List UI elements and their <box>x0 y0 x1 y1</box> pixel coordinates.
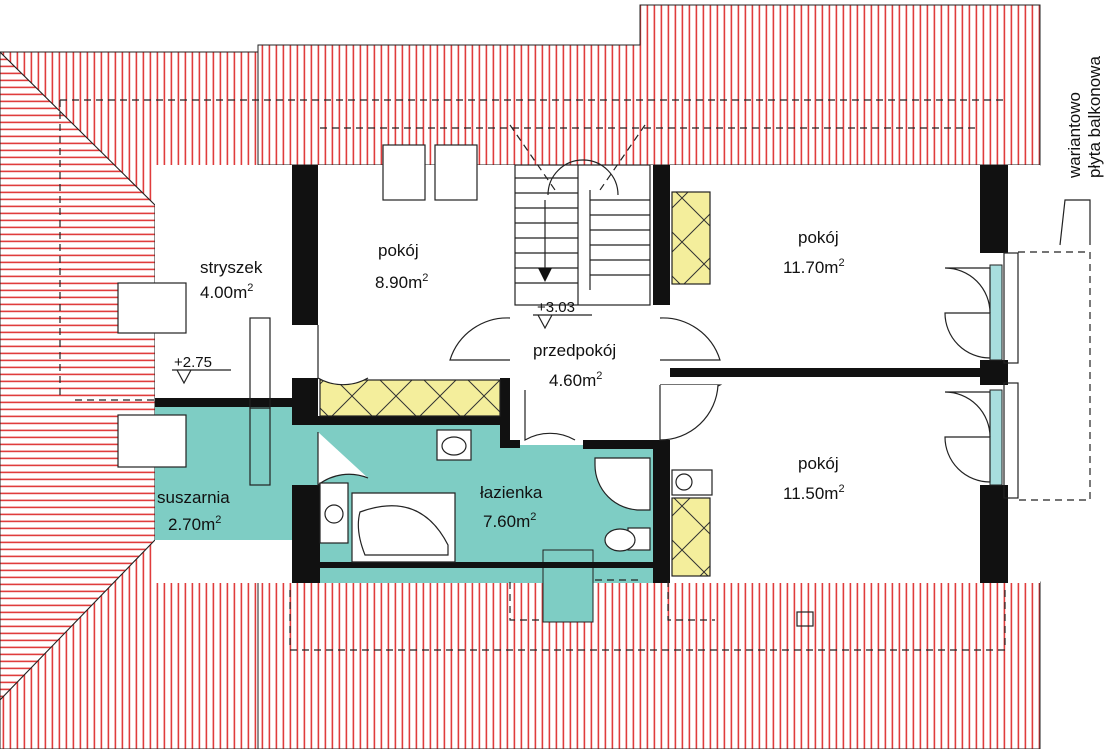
lazienka-recess <box>542 549 594 623</box>
room-area: 2.70m2 <box>168 514 221 534</box>
attic-hatch <box>249 407 271 486</box>
window-frame <box>1003 382 1019 499</box>
door-swing <box>524 390 576 442</box>
staircase <box>514 164 651 306</box>
room-name: pokój <box>798 454 839 473</box>
room-label-pokoj-3: pokój 11.50m2 <box>783 454 845 503</box>
wall <box>980 485 1008 583</box>
room-label-lazienka: łazienka 7.60m2 <box>480 483 543 531</box>
balcony-annotation: wariantowo płyta balkonowa <box>1065 56 1104 179</box>
shower <box>594 457 651 511</box>
window <box>989 264 1003 361</box>
balcony-windows <box>944 251 1091 501</box>
room-area: 11.50m2 <box>783 483 845 503</box>
window-frame <box>1003 252 1019 364</box>
room-name: łazienka <box>480 483 543 502</box>
wall <box>292 485 320 583</box>
wall <box>500 440 520 448</box>
walls <box>155 165 1008 583</box>
level-303-text: +3.03 <box>537 299 575 316</box>
wardrobe <box>319 379 501 417</box>
room-name: suszarnia <box>157 488 230 507</box>
annotation-leader <box>1059 199 1091 246</box>
room-name: stryszek <box>200 258 263 277</box>
level-303: +3.03 <box>533 299 592 330</box>
skylight <box>382 144 426 201</box>
room-name: przedpokój <box>533 341 616 360</box>
room-label-przedpokoj: przedpokój 4.60m2 <box>533 341 616 390</box>
door-swing <box>449 317 511 361</box>
room-area: 4.00m2 <box>200 282 253 302</box>
door-swing <box>659 317 721 361</box>
door-swing <box>317 325 369 386</box>
wardrobe <box>671 191 711 285</box>
suszarnia-floor <box>155 405 318 540</box>
room-area: 11.70m2 <box>783 257 845 277</box>
annotation-line1: wariantowo <box>1065 92 1084 179</box>
room-label-pokoj-2: pokój 11.70m2 <box>783 228 845 277</box>
wall <box>292 378 318 425</box>
wall <box>583 440 663 449</box>
skylight <box>117 282 187 334</box>
stairs <box>509 124 651 306</box>
bathroom-fixtures <box>319 429 814 627</box>
skylight <box>117 414 187 468</box>
doors <box>317 317 723 487</box>
level-275: +2.75 <box>172 354 231 385</box>
chimney <box>796 611 814 627</box>
room-name: pokój <box>798 228 839 247</box>
wall <box>318 416 510 425</box>
room-area: 4.60m2 <box>549 370 602 390</box>
wall <box>980 360 1008 385</box>
window <box>989 389 1003 486</box>
optional-balcony-slab <box>1018 251 1091 501</box>
annotation-line2: płyta balkonowa <box>1085 56 1104 178</box>
roof-bottom <box>257 581 1041 749</box>
wall <box>155 398 295 407</box>
wall <box>653 165 670 305</box>
door-swing <box>317 432 369 487</box>
door-swing <box>944 267 991 314</box>
door-swing <box>944 312 991 359</box>
boiler <box>671 469 713 496</box>
door-swing <box>659 384 719 441</box>
wall <box>292 165 318 325</box>
skylights <box>117 144 478 486</box>
room-area: 7.60m2 <box>483 511 536 531</box>
toilet <box>604 528 636 552</box>
room-label-stryszek: stryszek 4.00m2 <box>200 258 263 302</box>
washing-machine <box>319 482 349 544</box>
door-swing <box>944 391 991 438</box>
bathtub <box>351 492 456 563</box>
door-swing <box>944 436 991 483</box>
wall <box>653 440 670 583</box>
roof <box>0 4 1041 749</box>
room-label-suszarnia: suszarnia 2.70m2 <box>157 488 230 534</box>
room-label-pokoj-1: pokój 8.90m2 <box>375 241 428 292</box>
wall <box>500 378 510 448</box>
level-275-text: +2.75 <box>174 354 212 371</box>
skylight <box>434 144 478 201</box>
wall <box>318 562 653 568</box>
wardrobe <box>671 497 711 577</box>
wardrobes <box>319 191 711 577</box>
room-area: 8.90m2 <box>375 272 428 292</box>
room-name: pokój <box>378 241 419 260</box>
wall <box>670 368 1000 377</box>
wall <box>980 165 1008 253</box>
roof-top <box>257 4 1041 166</box>
